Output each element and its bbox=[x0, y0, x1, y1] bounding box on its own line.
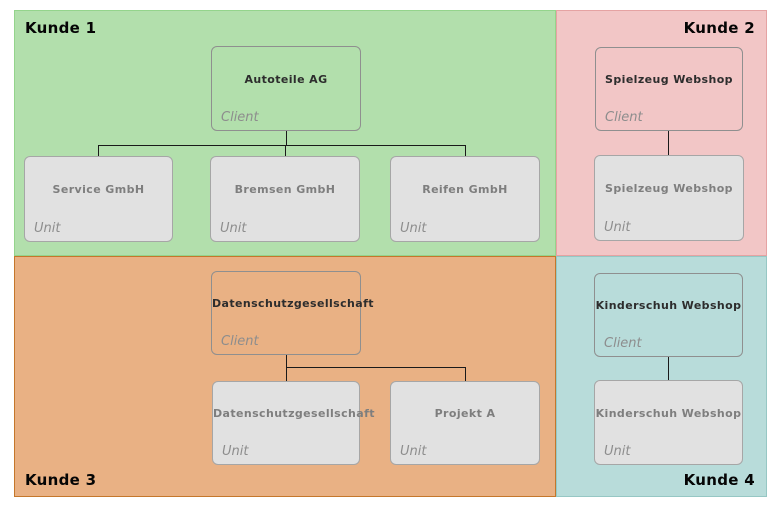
node-type-label: Client bbox=[605, 110, 643, 125]
connector-kunde1-stem bbox=[286, 131, 287, 146]
quadrant-label-kunde-1: Kunde 1 bbox=[25, 19, 97, 37]
connector-kunde1-drop-bremsen bbox=[285, 145, 286, 156]
client-node-datenschutzgesellschaft[interactable]: Datenschutzgesellschaft Client bbox=[211, 271, 374, 355]
client-node-spielzeug-webshop[interactable]: Spielzeug Webshop Client bbox=[595, 47, 743, 131]
connector-kunde3-stem bbox=[286, 354, 287, 368]
unit-node-datenschutzgesellschaft[interactable]: Datenschutzgesellschaft Unit bbox=[212, 381, 375, 465]
connector-kunde2-stem bbox=[668, 130, 669, 155]
node-type-label: Client bbox=[221, 110, 259, 125]
node-title: Kinderschuh Webshop bbox=[595, 406, 742, 420]
node-title: Autoteile AG bbox=[244, 72, 328, 86]
node-type-label: Unit bbox=[400, 221, 427, 236]
quadrant-label-kunde-4: Kunde 4 bbox=[683, 471, 755, 489]
node-title: Spielzeug Webshop bbox=[605, 73, 733, 87]
quadrant-label-kunde-3: Kunde 3 bbox=[25, 471, 97, 489]
unit-node-reifen-gmbh[interactable]: Reifen GmbH Unit bbox=[390, 156, 540, 242]
connector-kunde1-drop-service bbox=[98, 145, 99, 156]
node-type-label: Client bbox=[221, 334, 259, 349]
unit-node-projekt-a[interactable]: Projekt A Unit bbox=[390, 381, 540, 465]
node-title: Datenschutzgesellschaft bbox=[212, 297, 374, 311]
unit-node-kinderschuh-webshop[interactable]: Kinderschuh Webshop Unit bbox=[594, 380, 743, 465]
client-node-autoteile-ag[interactable]: Autoteile AG Client bbox=[211, 46, 361, 131]
unit-node-service-gmbh[interactable]: Service GmbH Unit bbox=[24, 156, 173, 242]
node-title: Reifen GmbH bbox=[422, 183, 508, 197]
connector-kunde1-bus bbox=[98, 145, 466, 146]
node-title: Bremsen GmbH bbox=[234, 183, 336, 197]
unit-node-bremsen-gmbh[interactable]: Bremsen GmbH Unit bbox=[210, 156, 360, 242]
node-type-label: Unit bbox=[220, 221, 247, 236]
node-type-label: Unit bbox=[604, 220, 631, 235]
connector-kunde3-drop-projekt-a bbox=[465, 367, 466, 381]
connector-kunde1-drop-reifen bbox=[465, 145, 466, 156]
node-type-label: Unit bbox=[34, 221, 61, 236]
node-type-label: Client bbox=[604, 336, 642, 351]
quadrant-label-kunde-2: Kunde 2 bbox=[683, 19, 755, 37]
connector-kunde3-bus bbox=[286, 367, 466, 368]
node-title: Datenschutzgesellschaft bbox=[213, 407, 375, 421]
node-title: Service GmbH bbox=[52, 183, 145, 197]
connector-kunde4-stem bbox=[668, 357, 669, 380]
node-type-label: Unit bbox=[604, 444, 631, 459]
node-type-label: Unit bbox=[400, 444, 427, 459]
connector-kunde3-drop-datenschutz bbox=[286, 367, 287, 381]
unit-node-spielzeug-webshop[interactable]: Spielzeug Webshop Unit bbox=[594, 155, 744, 241]
node-title: Projekt A bbox=[434, 407, 496, 421]
node-title: Spielzeug Webshop bbox=[605, 182, 733, 196]
node-title: Kinderschuh Webshop bbox=[595, 299, 742, 313]
node-type-label: Unit bbox=[222, 444, 249, 459]
client-node-kinderschuh-webshop[interactable]: Kinderschuh Webshop Client bbox=[594, 273, 743, 357]
